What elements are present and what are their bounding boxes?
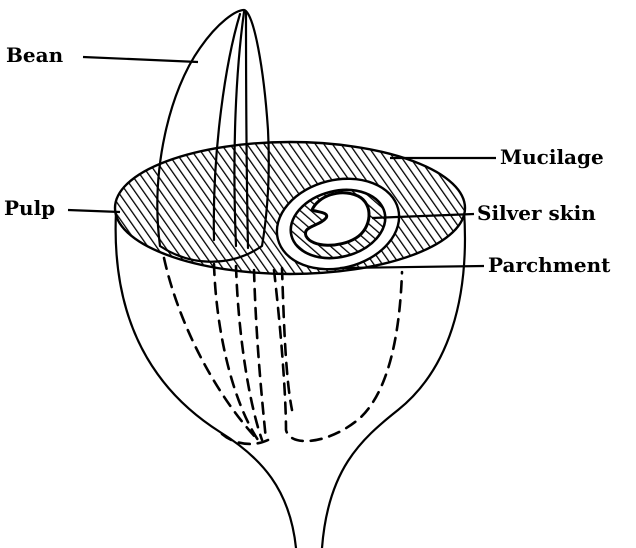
bean-leader xyxy=(83,57,198,62)
mucilage-label: Mucilage xyxy=(500,145,604,169)
hidden-seed-outlines xyxy=(164,258,402,444)
pulp-leader xyxy=(68,210,120,212)
bean-label: Bean xyxy=(6,43,64,67)
silver-skin-label: Silver skin xyxy=(477,201,596,225)
parchment-label: Parchment xyxy=(488,253,611,277)
pulp-label: Pulp xyxy=(4,196,55,220)
